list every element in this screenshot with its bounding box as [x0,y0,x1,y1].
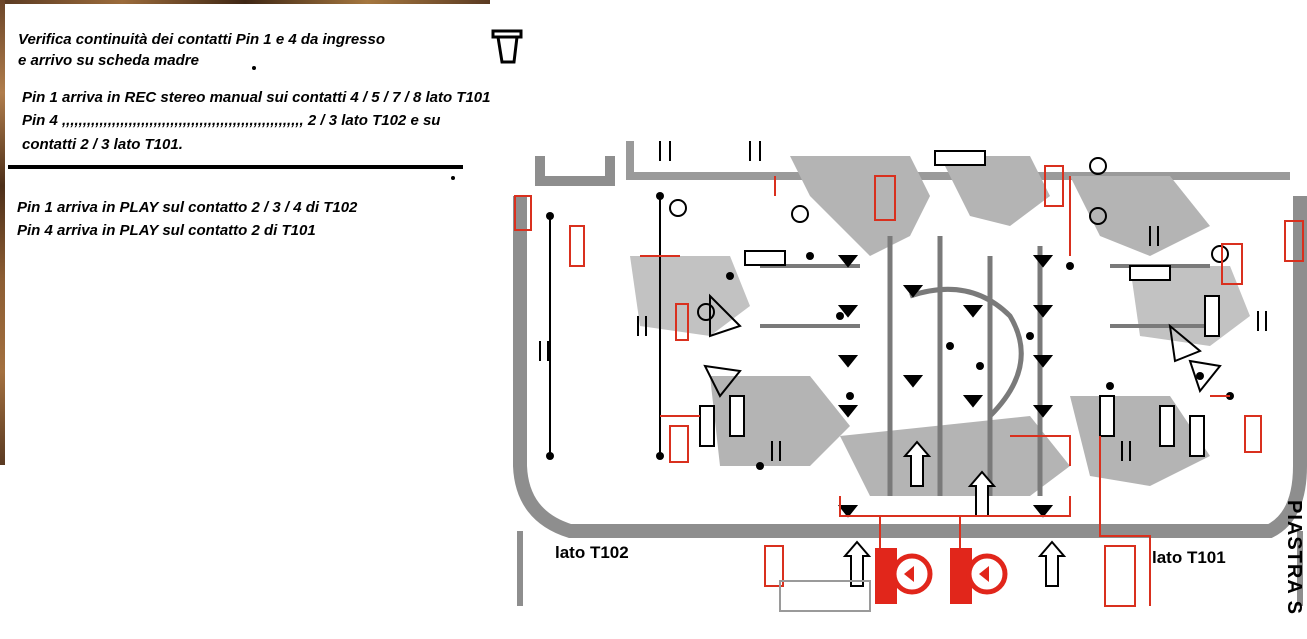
label-lato-t102: lato T102 [555,543,629,562]
photo-strip-left [0,0,5,465]
pcb-drawing [513,141,1307,612]
separator-dot [451,176,455,180]
speaker-icon [491,29,523,64]
note-dot-1 [252,66,256,70]
pcb-schematic-scan [510,136,1307,634]
play-line-2: Pin 4 arriva in PLAY sul contatto 2 di T… [17,222,316,239]
rec-line-3: contatti 2 / 3 lato T101. [22,136,183,153]
play-line-1: Pin 1 arriva in PLAY sul contatto 2 / 3 … [17,199,358,216]
label-lato-t101: lato T101 [1152,548,1226,567]
rec-line-1: Pin 1 arriva in REC stereo manual sui co… [22,89,491,106]
separator-rule [8,165,463,169]
board-title-piastra: PIASTRA S [1283,500,1305,615]
rec-line-2: Pin 4 ,,,,,,,,,,,,,,,,,,,,,,,,,,,,,,,,,,… [22,112,441,129]
photo-strip-top [0,0,490,4]
note-line-2: e arrivo su scheda madre [18,52,199,69]
note-line-1: Verifica continuità dei contatti Pin 1 e… [18,31,386,48]
